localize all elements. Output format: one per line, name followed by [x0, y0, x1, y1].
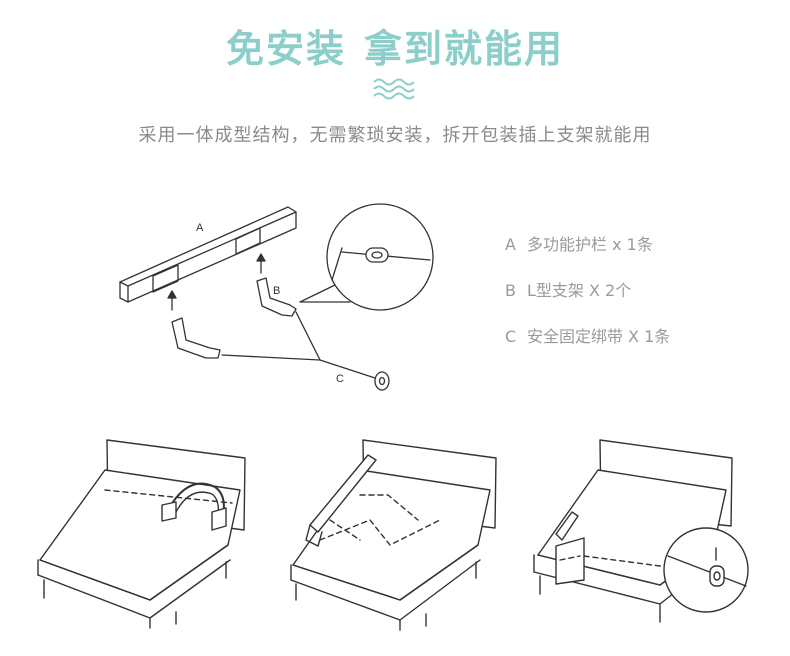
strap-lines	[221, 311, 390, 391]
bed-illustration-1	[37, 439, 246, 629]
l-bracket-left	[171, 317, 221, 359]
wave-divider-icon	[373, 78, 415, 100]
bed-illustration-2	[290, 439, 497, 631]
insert-arrow-right	[256, 253, 266, 274]
insert-arrow-left	[167, 290, 177, 311]
label-a: A	[196, 222, 204, 234]
title-part-2: 拿到就能用	[364, 27, 565, 71]
label-c: C	[336, 373, 344, 385]
bed-rail-illustration	[119, 206, 297, 303]
zoom-detail-circle	[299, 203, 434, 311]
label-b: B	[273, 285, 280, 297]
bed-illustration-3	[533, 439, 749, 623]
l-bracket-right	[256, 277, 297, 317]
page-title: 免安装拿到就能用	[0, 18, 790, 73]
title-part-1: 免安装	[225, 27, 346, 71]
subtitle: 采用一体成型结构，无需繁琐安装，拆开包装插上支架就能用	[138, 125, 652, 146]
